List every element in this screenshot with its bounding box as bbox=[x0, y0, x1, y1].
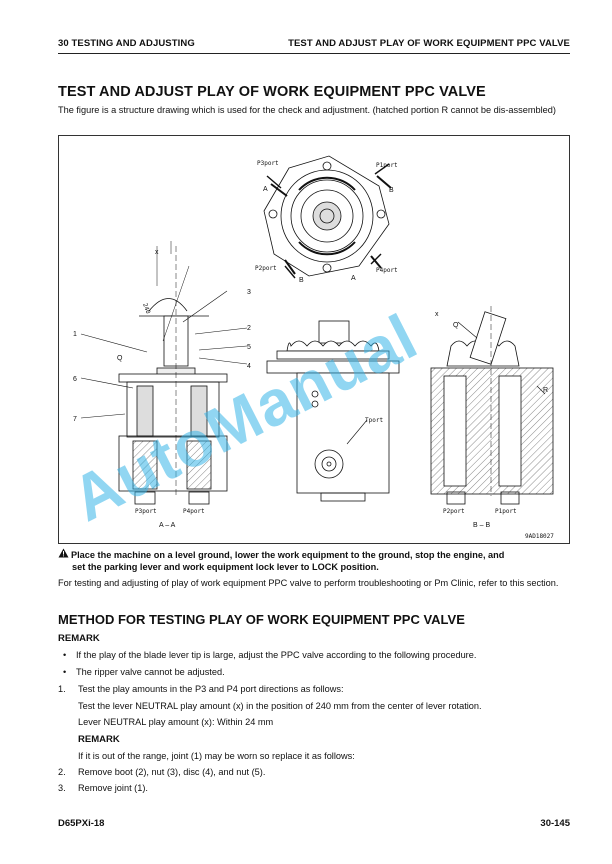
label-p1port-bottom: P1port bbox=[495, 508, 517, 515]
step-number: 1. bbox=[58, 684, 66, 694]
label-x-right: x bbox=[435, 311, 439, 318]
label-section-bb: B – B bbox=[473, 522, 490, 529]
label-section-b-right: B bbox=[389, 187, 394, 194]
remark-2-text: If it is out of the range, joint (1) may… bbox=[78, 751, 355, 761]
label-part-4: 4 bbox=[247, 363, 251, 370]
reference-text: For testing and adjusting of play of wor… bbox=[58, 578, 559, 588]
label-x-left: x bbox=[155, 249, 159, 256]
label-part-3: 3 bbox=[247, 289, 251, 296]
bullet-dot: • bbox=[63, 650, 67, 660]
bullet-text: If the play of the blade lever tip is la… bbox=[76, 650, 477, 660]
remark-label-2: REMARK bbox=[78, 734, 120, 745]
label-tport: Tport bbox=[365, 417, 383, 424]
label-q-left: Q bbox=[117, 355, 123, 362]
footer-page-number: 30-145 bbox=[540, 818, 570, 829]
step-number: 2. bbox=[58, 767, 66, 777]
figure-labels: P3port P1port P2port P4port A A B B x x … bbox=[73, 160, 554, 540]
step-1-detail: Test the lever NEUTRAL play amount (x) i… bbox=[78, 701, 482, 711]
label-part-7: 7 bbox=[73, 416, 77, 423]
label-section-b-left: B bbox=[299, 277, 304, 284]
structure-figure: P3port P1port P2port P4port A A B B x x … bbox=[58, 135, 570, 544]
bullet-text: The ripper valve cannot be adjusted. bbox=[76, 667, 225, 677]
method-title: METHOD FOR TESTING PLAY OF WORK EQUIPMEN… bbox=[58, 612, 465, 627]
step-text: Test the play amounts in the P3 and P4 p… bbox=[78, 684, 344, 694]
warning-icon bbox=[58, 548, 69, 558]
header-topic: TEST AND ADJUST PLAY OF WORK EQUIPMENT P… bbox=[288, 38, 570, 49]
remark-label: REMARK bbox=[58, 633, 100, 644]
label-section-aa: A – A bbox=[159, 522, 176, 529]
label-part-5: 5 bbox=[247, 344, 251, 351]
warning-line-2: set the parking lever and work equipment… bbox=[72, 562, 379, 572]
label-part-2: 2 bbox=[247, 325, 251, 332]
page-header: 30 TESTING AND ADJUSTING TEST AND ADJUST… bbox=[58, 38, 570, 54]
label-section-a-right: A bbox=[351, 275, 356, 282]
page-title: TEST AND ADJUST PLAY OF WORK EQUIPMENT P… bbox=[58, 84, 486, 100]
label-p2port-bottom: P2port bbox=[443, 508, 465, 515]
step-1-criterion: Lever NEUTRAL play amount (x): Within 24… bbox=[78, 717, 274, 727]
figure-code: 9AD18027 bbox=[525, 533, 554, 540]
label-p2port-top: P2port bbox=[255, 265, 277, 272]
header-section: 30 TESTING AND ADJUSTING bbox=[58, 38, 195, 49]
warning-block: Place the machine on a level ground, low… bbox=[58, 548, 570, 573]
label-part-6: 6 bbox=[73, 376, 77, 383]
step-number: 3. bbox=[58, 783, 66, 793]
label-p3port-bottom: P3port bbox=[135, 508, 157, 515]
label-part-1: 1 bbox=[73, 331, 77, 338]
footer-model: D65PXi-18 bbox=[58, 818, 105, 829]
structure-drawing bbox=[80, 155, 554, 505]
label-p4port-bottom: P4port bbox=[183, 508, 205, 515]
header-divider bbox=[58, 53, 570, 54]
bullet-dot: • bbox=[63, 667, 67, 677]
label-q-right: Q bbox=[453, 322, 459, 329]
label-p1port-top: P1port bbox=[376, 162, 398, 169]
step-text: Remove boot (2), nut (3), disc (4), and … bbox=[78, 767, 266, 777]
label-p4port-top: P4port bbox=[376, 267, 398, 274]
label-p3port-top: P3port bbox=[257, 160, 279, 167]
warning-line-1: Place the machine on a level ground, low… bbox=[71, 550, 505, 560]
label-section-a-left: A bbox=[263, 186, 268, 193]
label-dim-240: 240 bbox=[141, 302, 151, 315]
step-text: Remove joint (1). bbox=[78, 783, 148, 793]
label-r: R bbox=[543, 387, 548, 394]
intro-text: The figure is a structure drawing which … bbox=[58, 105, 556, 115]
